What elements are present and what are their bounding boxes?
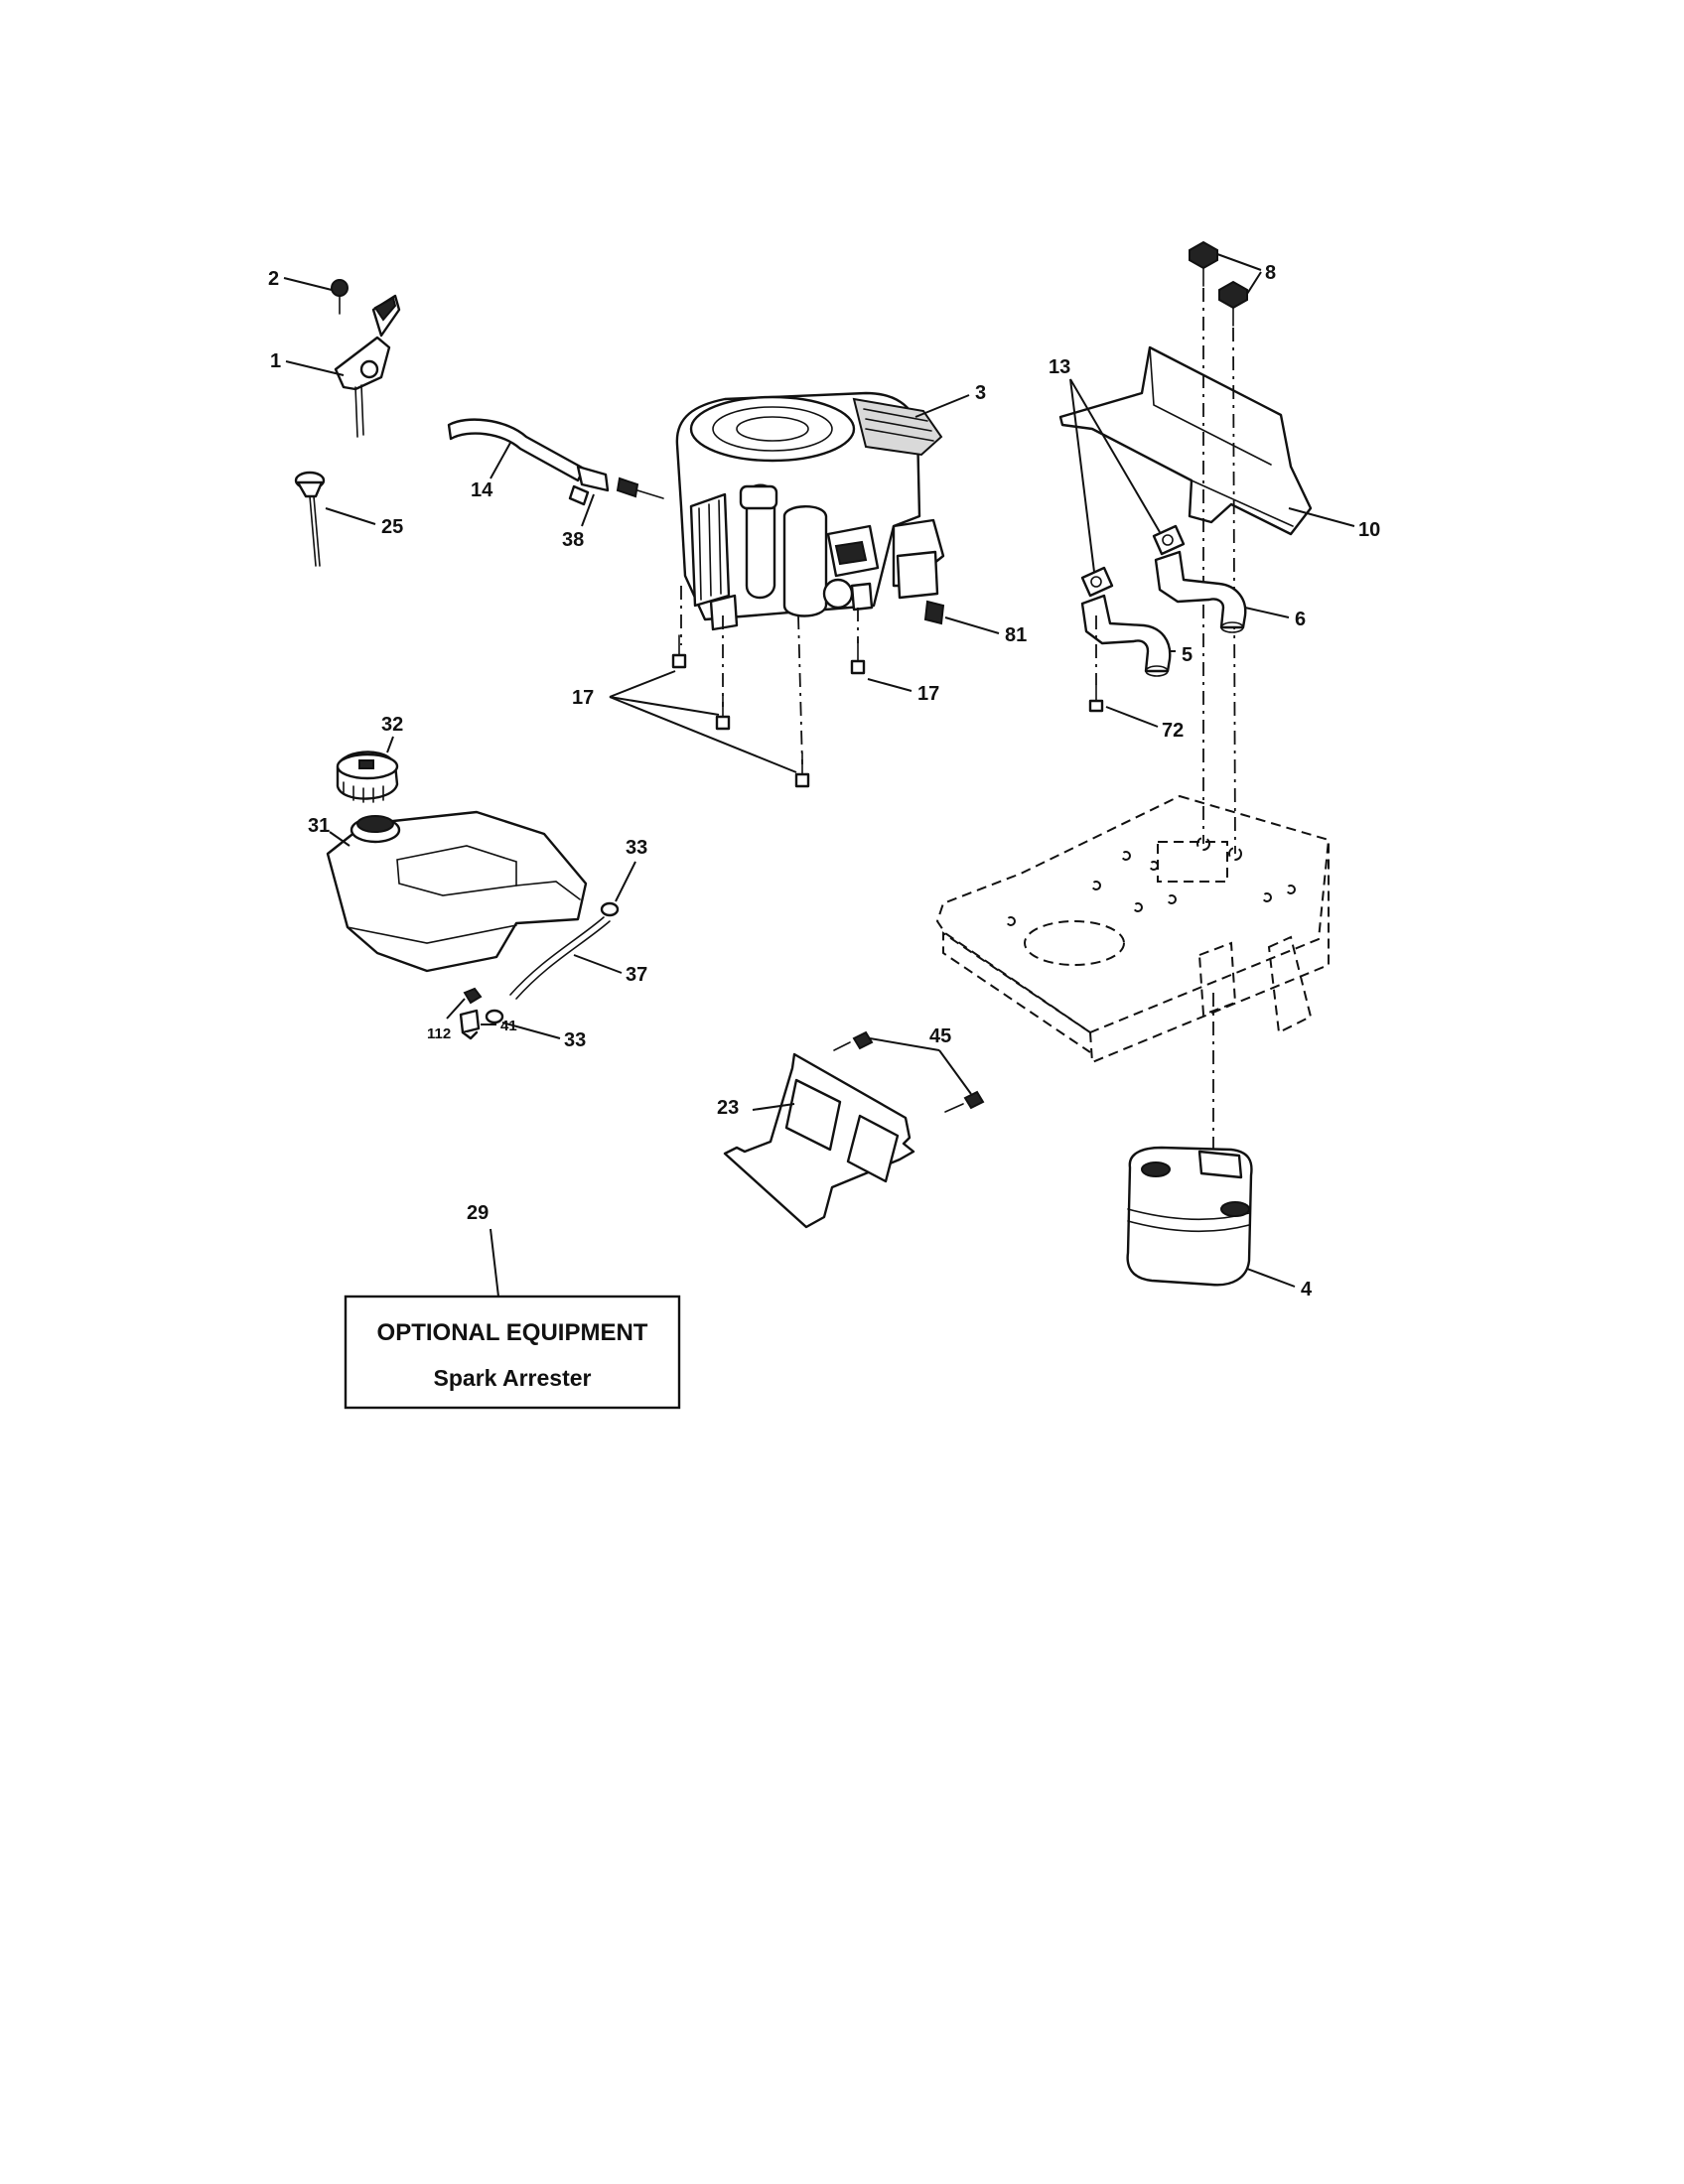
callout-4-label: 4 xyxy=(1301,1279,1313,1300)
callout-41: 41 xyxy=(481,1018,517,1034)
callout-33-bottom-label: 33 xyxy=(564,1029,586,1051)
callout-29: 29 xyxy=(467,1202,499,1297)
callout-32-label: 32 xyxy=(381,714,403,736)
fitting-nut xyxy=(463,987,483,1005)
callout-72: 72 xyxy=(1105,706,1184,742)
callout-23: 23 xyxy=(717,1097,795,1119)
muffler xyxy=(1126,1146,1253,1287)
engine xyxy=(675,391,945,631)
choke-knob xyxy=(294,471,326,567)
callout-6-label: 6 xyxy=(1295,609,1306,630)
callout-23-label: 23 xyxy=(717,1097,739,1119)
callout-38-label: 38 xyxy=(562,529,584,551)
callout-6: 6 xyxy=(1244,607,1306,630)
throttle-control-bracket xyxy=(334,294,401,438)
callout-81-label: 81 xyxy=(1005,624,1027,646)
callout-25: 25 xyxy=(325,507,403,538)
callout-3: 3 xyxy=(914,382,986,418)
callout-1: 1 xyxy=(270,350,345,376)
callout-112: 112 xyxy=(427,998,466,1042)
callout-2: 2 xyxy=(268,268,333,291)
callout-38: 38 xyxy=(562,493,595,551)
callout-112-label: 112 xyxy=(427,1025,451,1042)
callout-13: 13 xyxy=(1049,356,1161,573)
callout-45-label: 45 xyxy=(929,1025,951,1047)
heat-shield xyxy=(1058,345,1313,536)
hose-clamp xyxy=(485,1009,504,1024)
engine-bolt xyxy=(850,638,866,675)
callout-31: 31 xyxy=(308,815,351,847)
callout-25-label: 25 xyxy=(381,516,403,538)
fuel-filter xyxy=(568,465,664,506)
exhaust-screw xyxy=(1088,684,1104,713)
callout-33-top-label: 33 xyxy=(626,837,647,859)
callout-8: 8 xyxy=(1216,253,1276,295)
exhaust-gasket xyxy=(1080,566,1114,598)
throttle-screw xyxy=(331,279,349,315)
engine-bolt xyxy=(794,751,810,788)
callout-10-label: 10 xyxy=(1358,519,1380,541)
hose-clamp xyxy=(600,901,620,917)
callout-17-right-label: 17 xyxy=(917,683,939,705)
exhaust-pipe-right xyxy=(1154,550,1247,633)
fuel-cap xyxy=(336,751,399,803)
shield-bolt xyxy=(1189,240,1218,287)
fuel-line xyxy=(509,916,611,1000)
callout-72-label: 72 xyxy=(1162,720,1184,742)
plate-screw xyxy=(833,1030,874,1051)
callout-5-label: 5 xyxy=(1182,644,1193,666)
optional-equipment-heading: OPTIONAL EQUIPMENT xyxy=(377,1319,648,1346)
engine-bolt xyxy=(671,634,687,669)
fuel-tank xyxy=(326,810,588,973)
callout-37-label: 37 xyxy=(626,964,647,986)
callout-29-label: 29 xyxy=(467,1202,489,1224)
tractor-frame xyxy=(935,794,1331,1064)
bottom-plate xyxy=(723,1052,915,1229)
centerline xyxy=(797,614,803,765)
callout-17-left: 17 xyxy=(572,670,797,773)
fuel-hose xyxy=(447,418,586,482)
shield-bolt xyxy=(1218,280,1248,327)
callout-10: 10 xyxy=(1288,507,1380,541)
callout-14: 14 xyxy=(471,442,511,501)
exhaust-gasket xyxy=(1152,524,1186,556)
optional-equipment-box: OPTIONAL EQUIPMENT Spark Arrester xyxy=(344,1295,681,1410)
callout-41-label: 41 xyxy=(500,1018,517,1034)
callout-8-label: 8 xyxy=(1265,262,1276,284)
callout-1-label: 1 xyxy=(270,350,281,372)
fuel-fitting xyxy=(459,1009,481,1040)
callout-17-right: 17 xyxy=(867,678,939,705)
callout-14-label: 14 xyxy=(471,479,493,501)
callout-31-label: 31 xyxy=(308,815,330,837)
callout-33-top: 33 xyxy=(615,837,647,902)
callout-45: 45 xyxy=(869,1025,972,1095)
callout-13-label: 13 xyxy=(1049,356,1070,378)
callout-4: 4 xyxy=(1246,1268,1313,1300)
exhaust-pipe-left xyxy=(1080,594,1172,677)
callout-17-left-label: 17 xyxy=(572,687,594,709)
callout-32: 32 xyxy=(381,714,403,753)
plate-screw xyxy=(944,1090,985,1113)
callout-37: 37 xyxy=(573,954,647,986)
callout-5: 5 xyxy=(1170,644,1193,666)
callout-2-label: 2 xyxy=(268,268,279,290)
callout-33-bottom: 33 xyxy=(501,1022,586,1051)
engine-plug xyxy=(923,600,945,625)
engine-bolt xyxy=(715,694,731,731)
optional-equipment-item: Spark Arrester xyxy=(434,1365,592,1391)
callout-3-label: 3 xyxy=(975,382,986,404)
callout-81: 81 xyxy=(944,616,1027,646)
